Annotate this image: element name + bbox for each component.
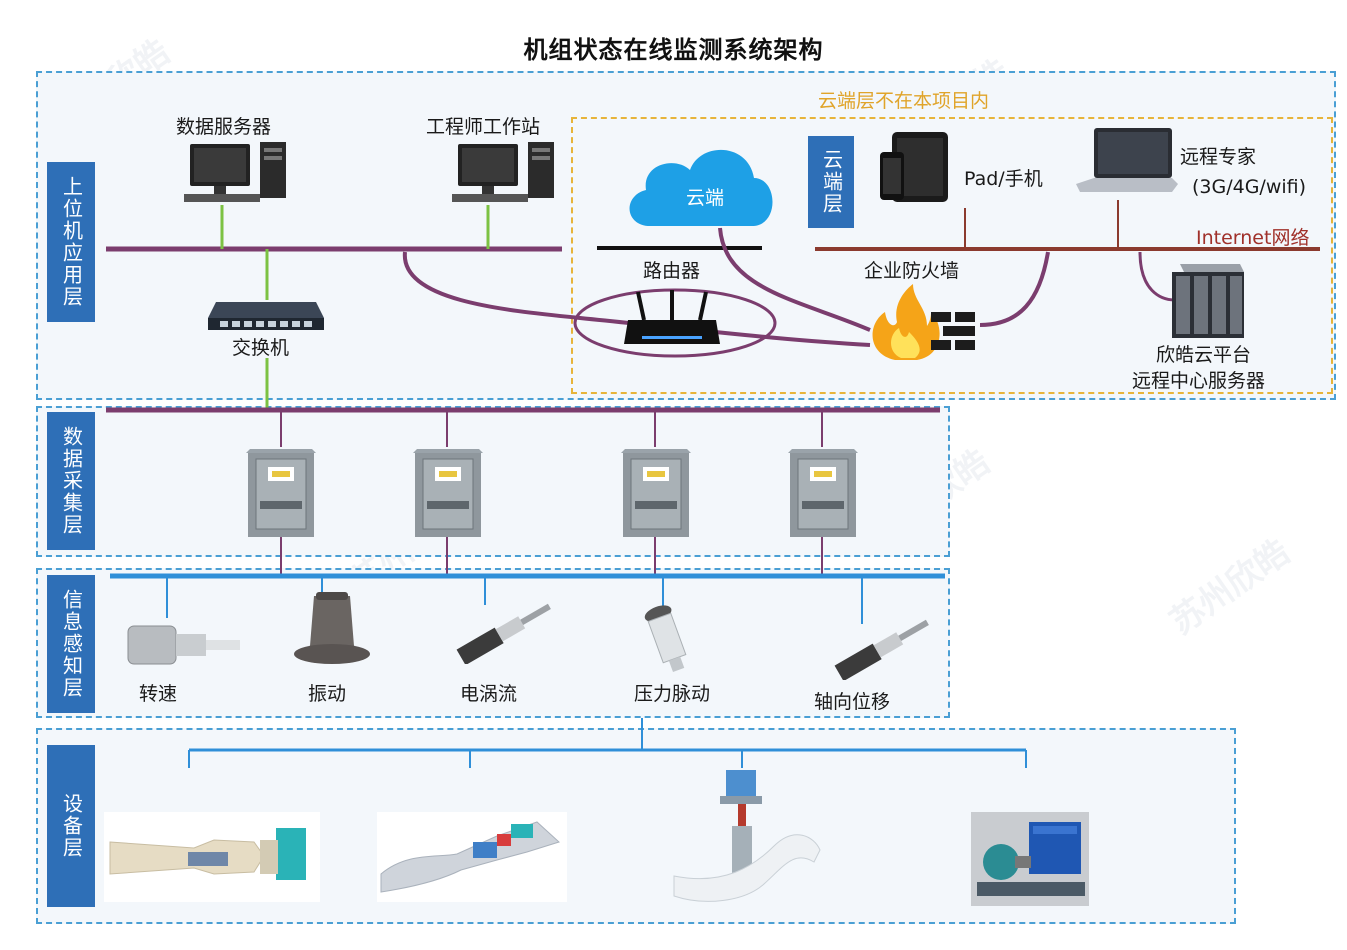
collector-cabinet-icon [788, 449, 858, 537]
cloud-layer-box [571, 117, 1333, 394]
laptop-icon [1076, 128, 1178, 192]
speed-sensor-icon [127, 625, 240, 665]
collector-cabinet-icon [621, 449, 691, 537]
workstation-label: 工程师工作站 [426, 116, 541, 138]
router-label: 路由器 [643, 260, 701, 282]
cloud-note: 云端层不在本项目内 [818, 90, 990, 112]
data-server-icon [184, 142, 286, 202]
eddy-current-sensor-icon [456, 603, 551, 664]
cloud-icon [629, 149, 773, 226]
workstation-icon [452, 142, 554, 202]
pressure-sensor-icon [644, 605, 687, 673]
sensor-label-speed: 转速 [139, 683, 178, 705]
bulb-turbine-unit-image [104, 812, 320, 902]
layer-tag-device: 设备层 [47, 745, 95, 907]
sensor-label-vibration: 振动 [308, 683, 347, 705]
pad-label: Pad/手机 [964, 168, 1043, 190]
cloud-server-icon [1172, 264, 1244, 338]
pump-motor-unit-image [971, 812, 1089, 906]
firewall-icon [872, 284, 975, 360]
platform-label-line2: 远程中心服务器 [1132, 370, 1266, 392]
router-icon [624, 290, 720, 344]
expert-network-label: (3G/4G/wifi) [1192, 176, 1307, 198]
internet-label: Internet网络 [1196, 227, 1310, 249]
layer-tag-sense: 信息感知层 [47, 575, 95, 713]
collector-cabinet-icon [246, 449, 316, 537]
app-layer-box [36, 71, 1336, 400]
layer-tag-collect: 数据采集层 [47, 412, 95, 550]
tubular-turbine-unit-image [377, 812, 567, 902]
vertical-turbine-unit-image [673, 770, 821, 902]
collector-cabinet-icon [413, 449, 483, 537]
axial-displacement-sensor-icon [834, 619, 929, 680]
sensor-label-eddy-current: 电涡流 [460, 683, 518, 705]
data-server-label: 数据服务器 [176, 116, 272, 138]
firewall-label: 企业防火墙 [864, 260, 960, 282]
page-title: 机组状态在线监测系统架构 [523, 36, 824, 64]
tablet-phone-icon [880, 132, 948, 202]
vibration-sensor-icon [294, 592, 370, 664]
switch-label: 交换机 [232, 337, 290, 359]
switch-icon [208, 302, 324, 330]
cloud-label: 云端 [686, 187, 725, 209]
expert-label: 远程专家 [1180, 146, 1257, 168]
sensor-label-axial: 轴向位移 [814, 691, 891, 713]
layer-tag-app: 上位机应用层 [47, 162, 95, 322]
sensor-label-pressure: 压力脉动 [634, 683, 711, 705]
platform-label-line1: 欣皓云平台 [1156, 344, 1252, 366]
layer-tag-cloud: 云端层 [808, 136, 854, 228]
